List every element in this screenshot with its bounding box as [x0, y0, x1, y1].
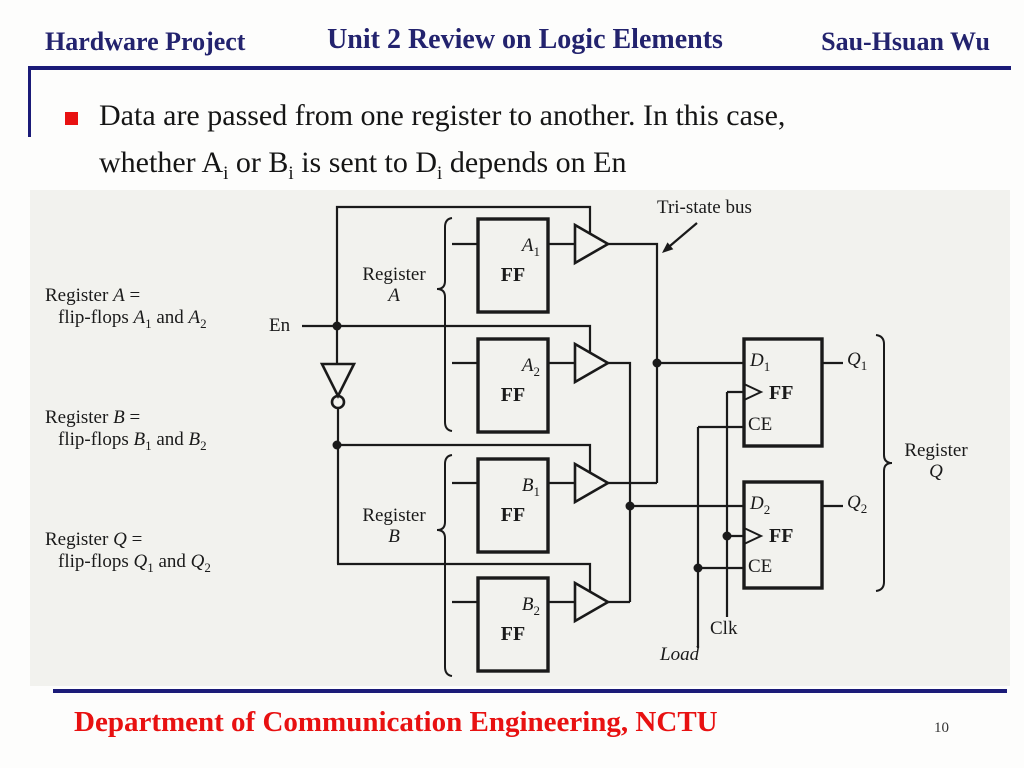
clk-label: Clk [710, 618, 738, 639]
ff-b1-label: B1 [521, 475, 540, 499]
brace-register-q [875, 334, 893, 592]
tri-state-buffer-a1 [573, 222, 611, 266]
header-course: Hardware Project [45, 27, 246, 56]
tri-state-buffer-a2 [573, 341, 611, 385]
braces [436, 217, 893, 677]
q1-output-label: Q1 [847, 349, 868, 373]
page-number: 10 [934, 720, 949, 736]
junction-dots [332, 242, 732, 573]
dff-d1-type: FF [769, 382, 794, 404]
bullet-icon [65, 112, 78, 125]
ff-b2-type: FF [500, 623, 526, 645]
dff-d2-type: FF [769, 525, 794, 547]
ff-box-a2 [476, 337, 550, 434]
q2-output-label: Q2 [847, 492, 868, 516]
footer-department: Department of Communication Engineering,… [74, 706, 718, 738]
brace-register-b [436, 454, 453, 677]
slide-title: Unit 2 Review on Logic Elements [327, 24, 723, 55]
dff-box-d2 [742, 480, 824, 590]
header-rule [29, 66, 1011, 70]
boxes [476, 217, 824, 673]
footer-rule [53, 689, 1007, 693]
ff-box-b1 [476, 457, 550, 554]
brace-register-a [436, 217, 453, 432]
ff-a1-label: A1 [521, 235, 540, 259]
tri-state-buffer-b1 [573, 461, 611, 505]
ff-b2-label: B2 [521, 594, 540, 618]
tri-state-bus-label: Tri-state bus [657, 197, 752, 218]
bullet-line-1: Data are passed from one register to ano… [99, 99, 786, 132]
clock-markers [743, 383, 764, 545]
clock-triangle-d1 [743, 383, 764, 401]
header-author: Sau-Hsuan Wu [821, 27, 990, 56]
bullet-line-2: whether Ai or Bi is sent to Di depends o… [99, 146, 627, 184]
circuit-svg [302, 205, 893, 677]
def-register-a: Register A = flip-flops A1 and A2 [45, 285, 207, 331]
bullet-text: Data are passed from one register to ano… [99, 92, 1004, 186]
ff-a1-type: FF [500, 264, 526, 286]
clock-triangle-d2 [743, 527, 764, 545]
inverter-bubble [330, 394, 346, 410]
dff-d2-ce: CE [748, 556, 773, 577]
def-register-q: Register Q = flip-flops Q1 and Q2 [45, 529, 211, 575]
circuit-figure: Register A = flip-flops A1 and A2 Regist… [30, 190, 1010, 686]
ff-b1-type: FF [500, 504, 526, 526]
dff-d1-ce: CE [748, 414, 773, 435]
inverter-triangle [319, 362, 357, 399]
load-label: Load [660, 644, 700, 665]
tri-state-buffer-b2 [573, 580, 611, 624]
ff-box-b2 [476, 576, 550, 673]
header-rule-corner [28, 66, 31, 137]
en-label: En [269, 315, 291, 336]
ff-a2-type: FF [500, 384, 526, 406]
dff-d1-label: D1 [750, 350, 771, 374]
dff-box-d1 [742, 337, 824, 448]
def-register-b: Register B = flip-flops B1 and B2 [45, 407, 207, 453]
ff-a2-label: A2 [521, 355, 540, 379]
tri-state-arrowhead [662, 242, 674, 253]
buffers [319, 222, 611, 624]
dff-d2-label: D2 [750, 493, 771, 517]
ff-box-a1 [476, 217, 550, 314]
